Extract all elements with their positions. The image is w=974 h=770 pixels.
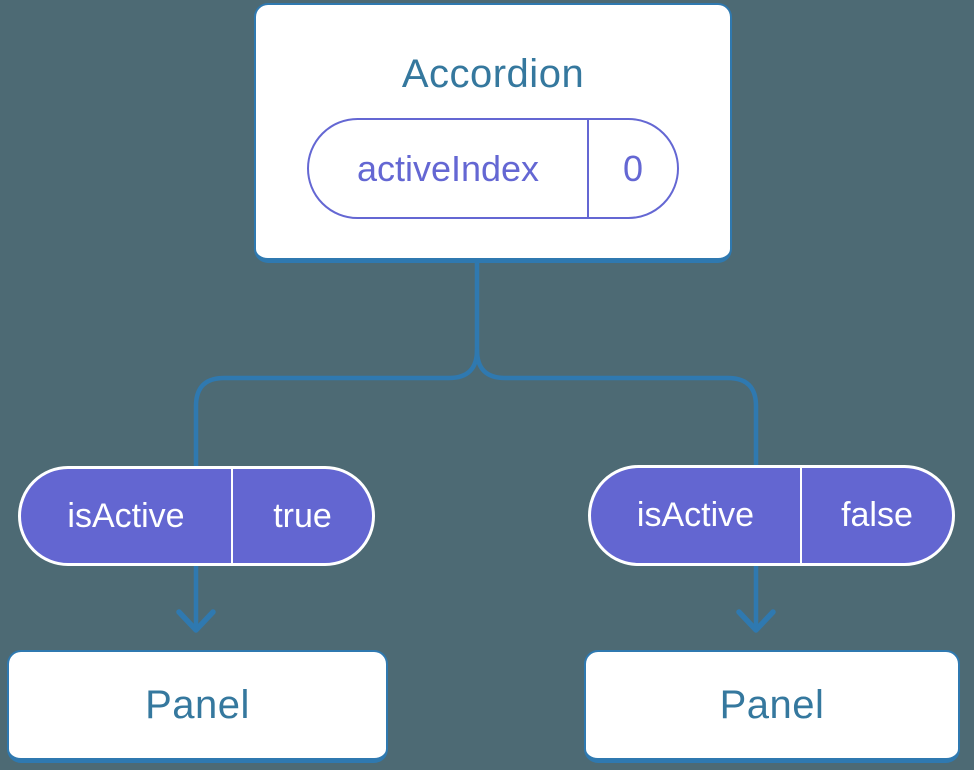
state-value: 0: [622, 147, 644, 189]
prop-name-left: isActive: [21, 469, 233, 563]
left-arrow-icon: [176, 609, 216, 633]
panel-node-card-right: Panel: [584, 650, 960, 763]
panel-node-card-left: Panel: [7, 650, 388, 763]
prop-value-left: true: [273, 496, 332, 535]
panel-node-label-right: Panel: [719, 682, 825, 727]
state-name: activeIndex: [309, 120, 589, 217]
right-arrow-icon: [736, 609, 776, 633]
prop-name-right: isActive: [591, 468, 802, 563]
prop-value-right: false: [841, 496, 913, 534]
panel-node-label-left: Panel: [145, 682, 250, 727]
accordion-node-card: Accordion activeIndex 0: [254, 3, 732, 263]
prop-pill-right: isActive false: [588, 465, 955, 566]
right-branch-line: [474, 347, 759, 473]
accordion-node-label: Accordion: [401, 52, 585, 96]
prop-pill-left: isActive true: [18, 466, 375, 566]
state-pill: activeIndex 0: [307, 118, 679, 219]
left-branch-line: [193, 258, 480, 473]
